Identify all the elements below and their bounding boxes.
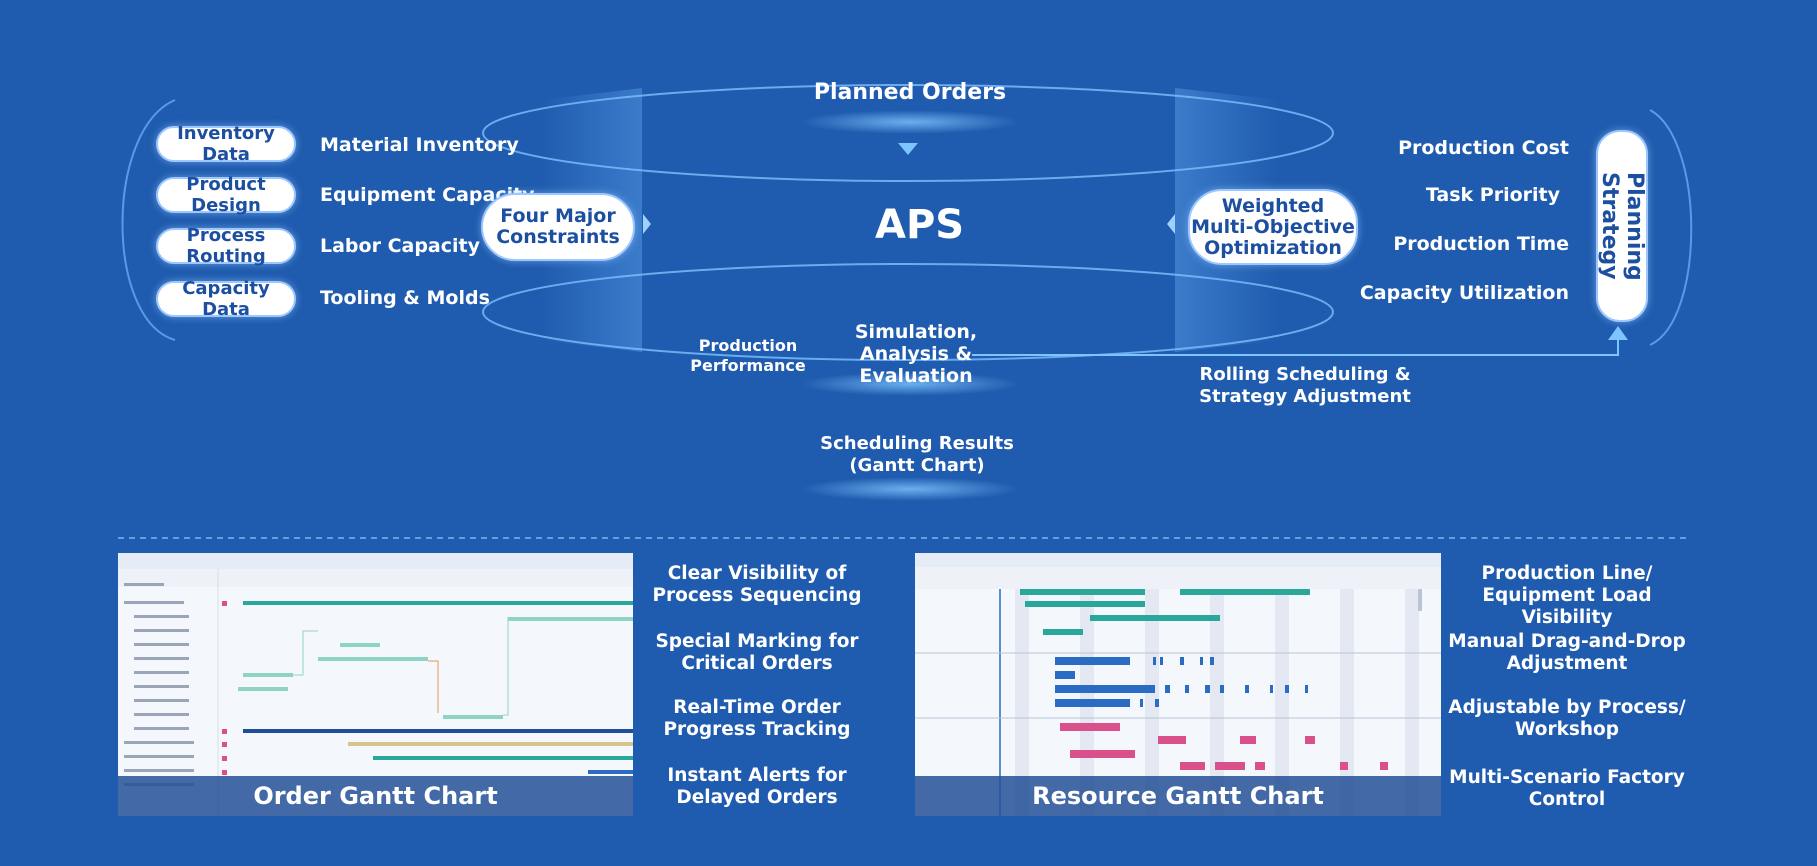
resource-feature-1-line-1: Production Line/ <box>1481 563 1653 584</box>
capacity-utilization-label: Capacity Utilization <box>1359 282 1569 304</box>
capacity-data-label: Capacity Data <box>182 278 270 320</box>
resource-feature-4-line-1: Multi-Scenario Factory <box>1449 767 1685 788</box>
equipment-capacity-label: Equipment Capacity <box>320 184 535 206</box>
optimization-line-1: Weighted <box>1221 194 1325 217</box>
aps-title: APS <box>875 202 965 248</box>
resource-gantt-mockup <box>915 553 1441 816</box>
simulation-line-2: Analysis & <box>859 343 973 365</box>
constraints-line-2: Constraints <box>496 226 620 248</box>
order-feature-2-line-2: Critical Orders <box>681 653 833 674</box>
labor-capacity-label: Labor Capacity <box>320 235 480 257</box>
resource-feature-3-line-2: Workshop <box>1514 719 1620 740</box>
inventory-data-label: Inventory Data <box>177 123 275 165</box>
product-design-label: Product Design <box>186 174 266 216</box>
material-inventory-label: Material Inventory <box>320 134 519 156</box>
order-gantt-caption: Order Gantt Chart <box>118 776 633 816</box>
order-feature-1-line-1: Clear Visibility of <box>667 563 847 584</box>
resource-gantt-caption: Resource Gantt Chart <box>915 776 1441 816</box>
rolling-line-2: Strategy Adjustment <box>1199 386 1411 407</box>
planning-strategy-line-1: Planning <box>1622 171 1647 281</box>
resource-feature-2-line-1: Manual Drag-and-Drop <box>1448 631 1686 652</box>
product-design-pill: Product Design <box>156 174 296 216</box>
constraints-line-1: Four Major <box>500 205 616 227</box>
order-feature-1-line-2: Process Sequencing <box>652 585 862 606</box>
planning-strategy-line-2: Strategy <box>1597 172 1622 280</box>
order-feature-4-line-2: Delayed Orders <box>676 787 838 808</box>
inventory-data-pill: Inventory Data <box>156 123 296 165</box>
order-feature-3-line-2: Progress Tracking <box>663 719 851 740</box>
resource-feature-4-line-2: Control <box>1528 789 1606 810</box>
production-performance-line-1: Production <box>698 336 798 355</box>
resource-feature-2-line-2: Adjustment <box>1506 653 1628 674</box>
order-gantt-panel: Order Gantt Chart <box>118 553 633 816</box>
optimization-line-3: Optimization <box>1204 236 1342 259</box>
process-routing-label: Process Routing <box>186 225 266 267</box>
production-time-label: Production Time <box>1393 233 1569 255</box>
order-feature-3-line-1: Real-Time Order <box>673 697 841 718</box>
resource-feature-1: Production Line/Equipment Load Visibilit… <box>1447 563 1687 629</box>
scheduling-results-line-2: (Gantt Chart) <box>849 455 985 476</box>
rolling-line-1: Rolling Scheduling & <box>1199 364 1411 385</box>
capacity-data-pill: Capacity Data <box>156 278 296 320</box>
process-routing-pill: Process Routing <box>156 225 296 267</box>
resource-gantt-panel: Resource Gantt Chart <box>915 553 1441 816</box>
production-cost-label: Production Cost <box>1398 137 1569 159</box>
rolling-scheduling-label: Rolling Scheduling &Strategy Adjustment <box>1195 364 1415 408</box>
resource-feature-3-line-1: Adjustable by Process/ <box>1448 697 1686 718</box>
resource-feature-1-line-2: Equipment Load Visibility <box>1482 585 1652 628</box>
order-gantt-mockup <box>118 553 633 816</box>
simulation-line-1: Simulation, <box>854 321 978 343</box>
production-performance-line-2: Performance <box>690 356 806 375</box>
task-priority-label: Task Priority <box>1425 184 1560 206</box>
order-feature-2-line-1: Special Marking for <box>655 631 859 652</box>
simulation-line-3: Evaluation <box>859 365 973 387</box>
resource-feature-3: Adjustable by Process/Workshop <box>1447 697 1687 741</box>
order-feature-4-line-1: Instant Alerts for <box>667 765 847 786</box>
tooling-molds-label: Tooling & Molds <box>320 287 490 309</box>
scheduling-results-label: Scheduling Results(Gantt Chart) <box>817 433 1017 477</box>
planned-orders-label: Planned Orders <box>813 80 1007 105</box>
optimization-line-2: Multi-Objective <box>1191 215 1355 238</box>
simulation-label: Simulation,Analysis &Evaluation <box>836 321 996 387</box>
scheduling-results-line-1: Scheduling Results <box>820 433 1014 454</box>
